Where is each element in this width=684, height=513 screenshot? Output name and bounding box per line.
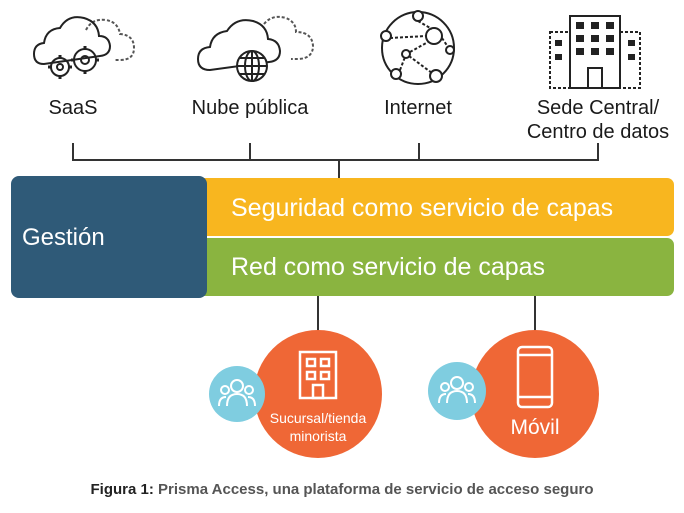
- connector-mobile: [534, 296, 536, 332]
- mobile-circle: [471, 330, 599, 458]
- management-label: Gestión: [22, 224, 105, 251]
- connector-sede: [597, 143, 599, 160]
- security-layer-bar: [196, 178, 674, 236]
- cloud-gears-icon: [30, 12, 142, 84]
- users-icon: [438, 373, 476, 409]
- users-icon: [218, 376, 256, 412]
- network-layer-bar: [196, 238, 674, 296]
- label-internet: Internet: [384, 97, 452, 119]
- network-layer-label: Red como servicio de capas: [231, 253, 546, 281]
- connector-branch: [317, 296, 319, 332]
- connector-nube: [249, 143, 251, 160]
- caption-prefix: Figura 1:: [90, 481, 154, 498]
- label-sede-central: Sede Central/: [536, 97, 660, 119]
- building-icon: [297, 350, 339, 400]
- building-icon: [546, 12, 646, 90]
- security-layer-label: Seguridad como servicio de capas: [231, 194, 614, 222]
- management-block: [11, 176, 207, 298]
- label-saas: SaaS: [48, 97, 98, 119]
- connector-stem: [338, 160, 340, 178]
- branch-label-line1: Sucursal/tienda: [269, 410, 367, 426]
- label-nube-publica: Nube pública: [191, 97, 309, 119]
- network-globe-icon: [376, 6, 460, 90]
- mobile-phone-icon: [516, 345, 554, 409]
- caption-text: Prisma Access, una plataforma de servici…: [158, 481, 594, 498]
- cloud-globe-icon: [194, 12, 319, 84]
- connector-saas: [72, 143, 74, 160]
- mobile-label: Móvil: [510, 416, 560, 439]
- branch-label-line2: minorista: [289, 428, 347, 444]
- connector-bracket: [72, 159, 599, 161]
- label-centro-de-datos: Centro de datos: [526, 121, 670, 143]
- figure-caption: Figura 1: Prisma Access, una plataforma …: [0, 481, 684, 498]
- connector-internet: [418, 143, 420, 160]
